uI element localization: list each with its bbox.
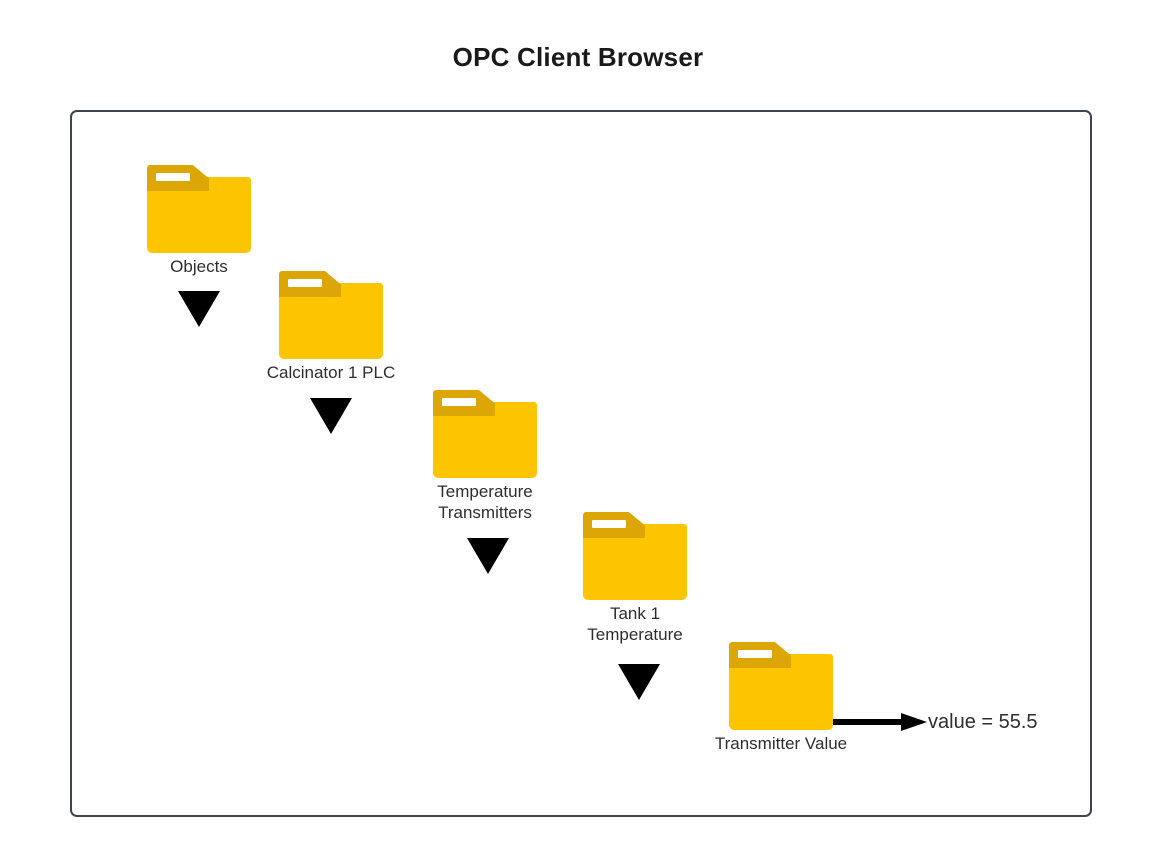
folder-stripe — [156, 173, 190, 181]
folder-stripe — [442, 398, 476, 406]
folder-icon — [729, 642, 833, 730]
node-label: Temperature Transmitters — [437, 482, 533, 522]
folder-icon — [583, 512, 687, 600]
arrow-head — [901, 713, 927, 731]
tree-node-temperature-transmitters[interactable]: Temperature Transmitters — [433, 390, 575, 523]
tree-node-objects[interactable]: Objects — [147, 165, 289, 277]
folder-icon — [147, 165, 251, 253]
node-label: Transmitter Value — [714, 734, 848, 753]
tree-node-tank-1-temperature[interactable]: Tank 1 Temperature — [583, 512, 725, 645]
node-label: Calcinator 1 PLC — [266, 363, 396, 382]
triangle-down-icon — [467, 538, 509, 574]
value-readout: value = 55.5 — [928, 711, 1038, 733]
arrow-shaft — [833, 719, 905, 725]
triangle-down-icon — [178, 291, 220, 327]
page-title: OPC Client Browser — [452, 42, 704, 72]
folder-icon — [433, 390, 537, 478]
folder-stripe — [288, 279, 322, 287]
arrow-right-icon — [833, 713, 928, 731]
folder-stripe — [592, 520, 626, 528]
node-label: Objects — [170, 257, 228, 276]
triangle-down-icon — [618, 664, 660, 700]
folder-icon — [279, 271, 383, 359]
tree-node-transmitter-value[interactable]: Transmitter Value — [715, 642, 871, 754]
tree-node-calcinator-1-plc[interactable]: Calcinator 1 PLC — [267, 271, 421, 383]
node-label: Tank 1 Temperature — [587, 604, 683, 644]
folder-stripe — [738, 650, 772, 658]
triangle-down-icon — [310, 398, 352, 434]
